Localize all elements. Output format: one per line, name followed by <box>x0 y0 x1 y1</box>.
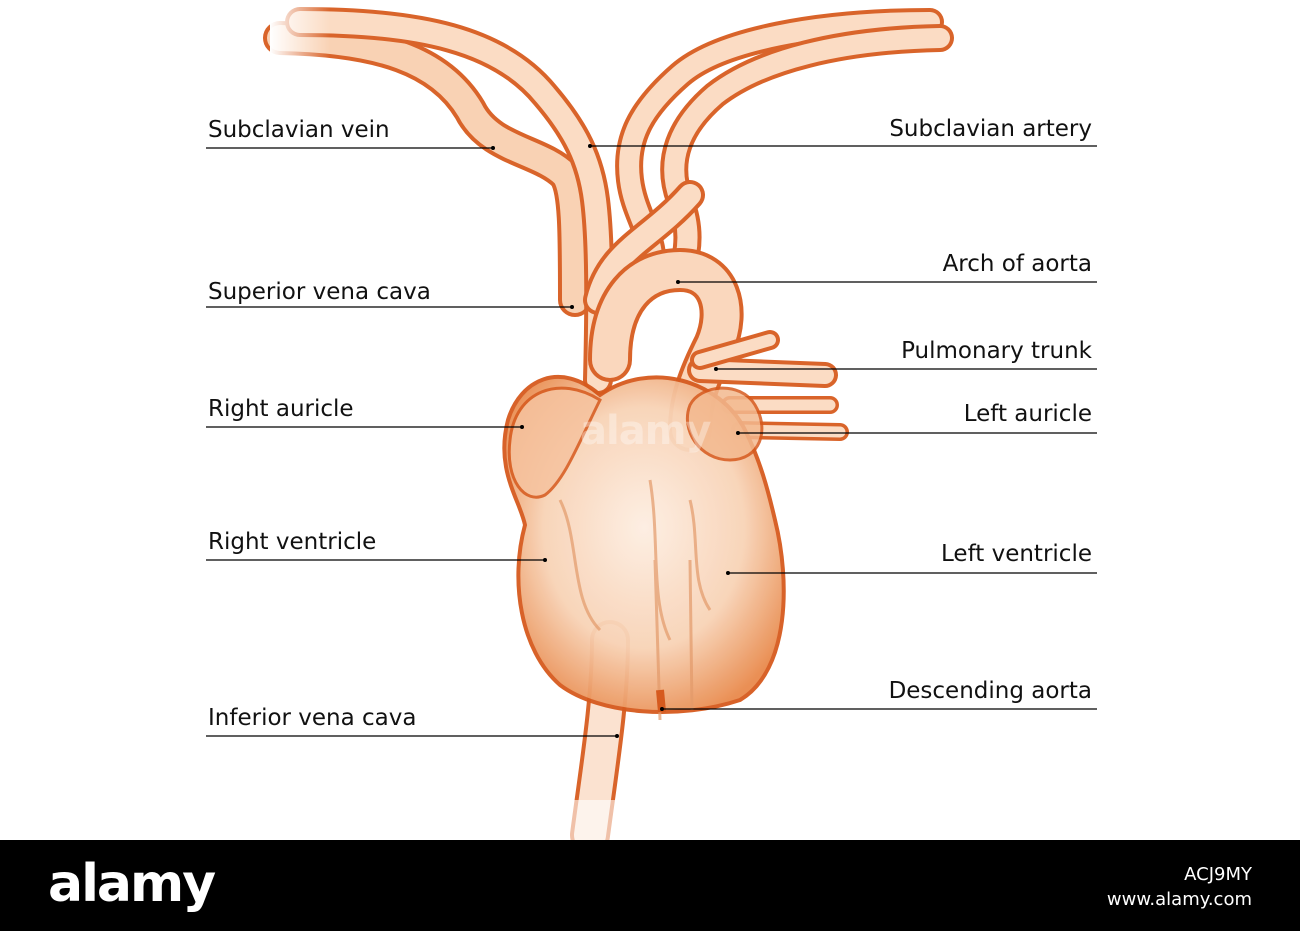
right-auricle-shape <box>507 386 602 499</box>
image-id: ACJ9MY <box>1184 864 1252 885</box>
heart-illustration <box>206 0 1097 840</box>
label-left-auricle: Left auricle <box>963 401 1092 427</box>
image-id-block: ACJ9MY www.alamy.com <box>1107 862 1252 912</box>
site-url: www.alamy.com <box>1106 889 1252 911</box>
watermark: alamy <box>580 408 711 454</box>
label-descending-aorta: Descending aorta <box>888 678 1092 704</box>
aortic-arch <box>588 247 744 452</box>
label-subclavian-artery: Subclavian artery <box>889 116 1092 142</box>
footer-bar: alamy ACJ9MY www.alamy.com <box>0 840 1300 931</box>
label-subclavian-vein: Subclavian vein <box>208 117 390 143</box>
label-inferior-vena-cava: Inferior vena cava <box>208 705 417 731</box>
label-right-ventricle: Right ventricle <box>208 529 377 555</box>
label-left-ventricle: Left ventricle <box>941 541 1092 567</box>
alamy-logo: alamy <box>48 854 216 914</box>
subclavian-veins <box>263 7 615 395</box>
label-arch-of-aorta: Arch of aorta <box>942 251 1092 277</box>
label-superior-vena-cava: Superior vena cava <box>208 279 431 305</box>
leader-lines <box>206 145 1097 737</box>
leader-dots <box>491 144 740 738</box>
diagram-canvas: alamy Subclavian vein Superior vena cava… <box>206 0 1097 840</box>
label-right-auricle: Right auricle <box>208 396 354 422</box>
subclavian-arteries <box>583 8 954 315</box>
left-auricle-shape <box>685 386 764 462</box>
label-pulmonary-trunk: Pulmonary trunk <box>901 338 1092 364</box>
